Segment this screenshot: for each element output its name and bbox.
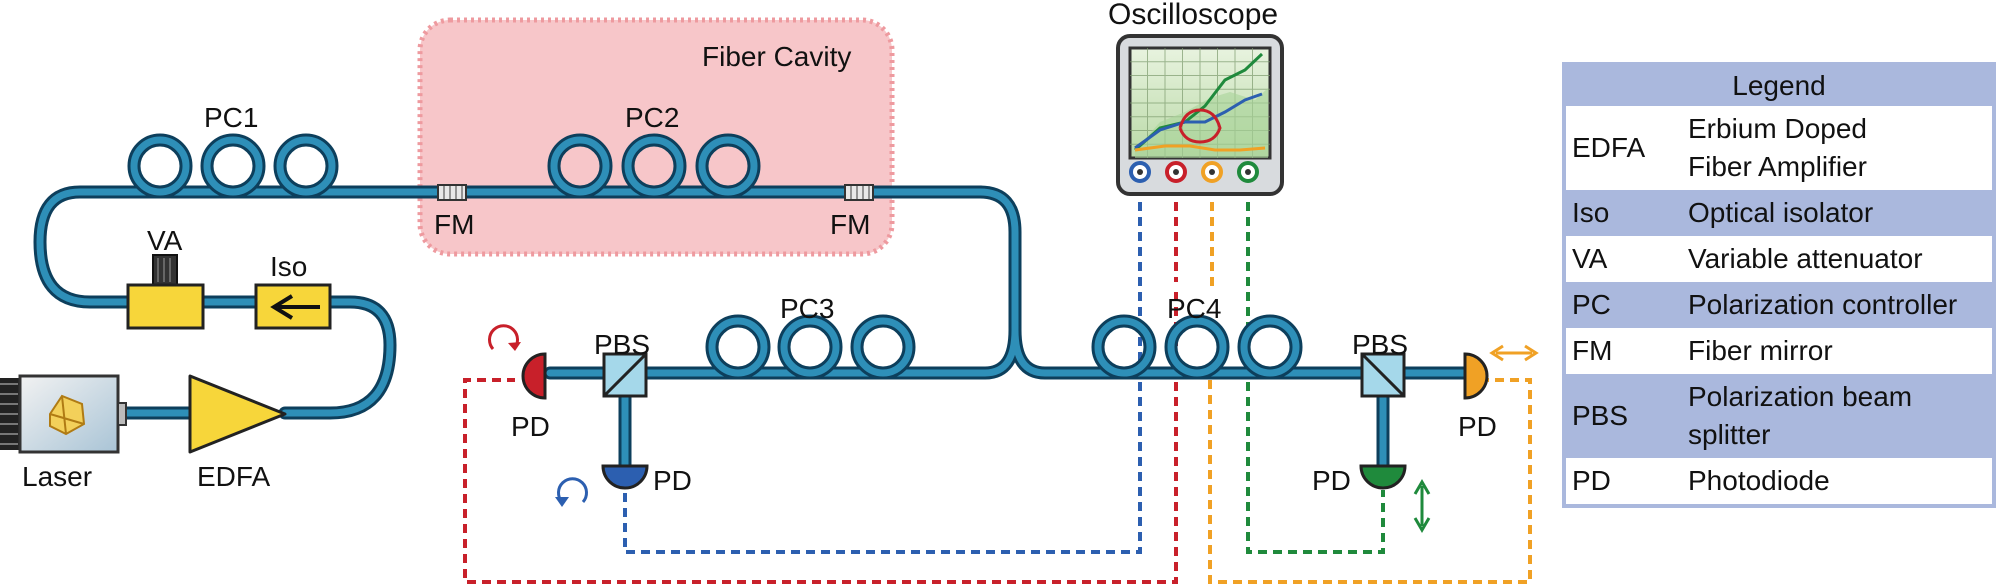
pbs-right-label: PBS	[1352, 329, 1408, 360]
oscilloscope-label: Oscilloscope	[1108, 0, 1278, 31]
translate-green-icon	[1413, 479, 1431, 533]
legend-abbr: VA	[1572, 243, 1608, 274]
legend-abbr: PC	[1572, 289, 1611, 320]
laser-crystal-icon	[49, 394, 86, 436]
legend-row: PD Photodiode	[1566, 458, 1992, 504]
rotate-blue-icon	[557, 477, 588, 503]
pd-orange	[1463, 352, 1489, 400]
legend-abbr: EDFA	[1572, 132, 1646, 163]
legend-abbr: PBS	[1572, 400, 1629, 431]
legend-definition: Polarization controller	[1688, 289, 1958, 320]
va-label: VA	[147, 225, 183, 256]
legend-title: Legend	[1732, 70, 1826, 101]
pd-blue	[601, 464, 649, 490]
pbs-left-label: PBS	[594, 329, 650, 360]
green-trace	[1134, 52, 1264, 152]
legend-definition: Polarization beam splitter	[1688, 381, 1913, 450]
laser-label: Laser	[22, 461, 92, 492]
legend-abbr: PD	[1572, 465, 1611, 496]
fm-left-label: FM	[434, 209, 474, 240]
legend-row: PBS Polarization beam splitter	[1566, 374, 1992, 458]
pc3-loops	[705, 314, 916, 380]
pc1-loops	[127, 133, 339, 199]
edfa-amplifier	[188, 374, 287, 454]
fiber-mirror-right	[844, 184, 874, 201]
edfa-label: EDFA	[197, 461, 270, 492]
pc2-loops	[547, 133, 761, 199]
fiber-cavity-label: Fiber Cavity	[702, 41, 851, 72]
legend-row: FM Fiber mirror	[1566, 328, 1992, 374]
blue-signal-cable	[623, 172, 1142, 554]
legend-row: PC Polarization controller	[1566, 282, 1992, 328]
legend-abbr: Iso	[1572, 197, 1610, 228]
legend-definition: Erbium Doped Fiber Amplifier	[1688, 113, 1867, 182]
pd-blue-label: PD	[653, 465, 692, 496]
legend-abbr: FM	[1572, 335, 1613, 366]
pbs-left	[602, 352, 648, 398]
blue-trace	[1134, 92, 1263, 150]
iso-label: Iso	[270, 251, 307, 282]
variable-attenuator	[126, 283, 205, 330]
fiber-mirror-left	[437, 184, 467, 201]
pd-green	[1359, 464, 1407, 490]
red-trace	[1178, 108, 1222, 144]
legend-row: VA Variable attenuator	[1566, 236, 1992, 282]
isolator-arrow-icon	[270, 294, 320, 320]
legend-definition: Optical isolator	[1688, 197, 1874, 228]
pd-green-label: PD	[1312, 465, 1351, 496]
legend-definition: Fiber mirror	[1688, 335, 1833, 366]
pd-red	[521, 352, 547, 400]
legend-row: EDFA Erbium Doped Fiber Amplifier	[1566, 106, 1992, 190]
translate-orange-icon	[1489, 344, 1539, 362]
pbs-right	[1360, 352, 1406, 398]
fiber-network	[33, 185, 1487, 472]
legend-row: Iso Optical isolator	[1566, 190, 1992, 236]
pd-red-label: PD	[511, 411, 550, 442]
legend-definition: Variable attenuator	[1688, 243, 1923, 274]
pc1-label: PC1	[204, 102, 258, 133]
oscilloscope	[1116, 34, 1284, 196]
fm-right-label: FM	[830, 209, 870, 240]
orange-trace	[1134, 144, 1266, 152]
pd-orange-label: PD	[1458, 411, 1497, 442]
legend-definition: Photodiode	[1688, 465, 1830, 496]
pc4-label: PC4	[1167, 293, 1221, 324]
green-signal-cable	[1246, 172, 1385, 554]
pc3-label: PC3	[780, 293, 834, 324]
pc4-loops	[1091, 314, 1303, 380]
laser	[0, 374, 127, 454]
rotate-red-icon	[488, 324, 519, 350]
pc2-label: PC2	[625, 102, 679, 133]
